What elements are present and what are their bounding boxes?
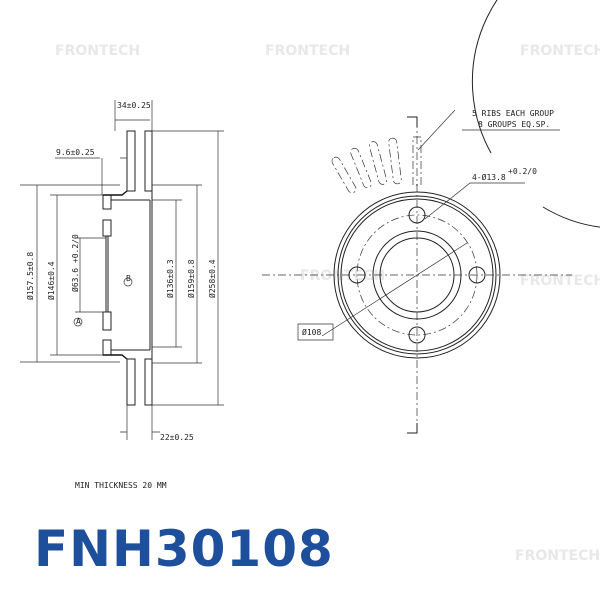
datum-b: B [126, 274, 131, 283]
hat-outer-dia-label: Ø157.5±0.8 [25, 252, 35, 300]
datum-a: A [76, 317, 81, 326]
thickness-label: 22±0.25 [160, 433, 194, 442]
watermark: FRONTECH [55, 43, 140, 59]
hat-offset-label: 9.6±0.25 [56, 148, 95, 157]
inner-dia-label: Ø136±0.3 [165, 259, 175, 298]
front-view: 5 RIBS EACH GROUP 8 GROUPS EQ.SP. 4-Ø13.… [262, 0, 600, 434]
watermark: FRONTECH [520, 43, 600, 59]
min-thickness-note: MIN THICKNESS 20 MM [75, 481, 167, 490]
bolt-holes-label: 4-Ø13.8 [472, 172, 506, 182]
ribs-note-line1: 5 RIBS EACH GROUP [472, 109, 554, 118]
bolt-holes-tol: +0.2/0 [508, 167, 537, 176]
side-section-view: B A 34±0.25 9.6±0.25 Ø157.5±0.8 Ø146±0.4… [20, 100, 224, 442]
pcd-label: Ø108 [302, 327, 321, 337]
watermark: FRONTECH [265, 43, 350, 59]
watermark-logos: FRONTECH FRONTECH FRONTECH FRONTECH FRON… [55, 43, 600, 564]
part-number: FNH30108 [34, 520, 334, 578]
watermark: FRONTECH [515, 548, 600, 564]
watermark: FRONTECH [300, 268, 385, 284]
friction-inner-dia-label: Ø159±0.8 [186, 259, 196, 298]
cooling-ribs [331, 136, 422, 194]
ribs-note-line2: 8 GROUPS EQ.SP. [478, 120, 550, 129]
center-bore-label: Ø63.6 +0.2/0 [70, 234, 80, 292]
overall-width-label: 34±0.25 [117, 101, 151, 110]
hat-dia-label: Ø146±0.4 [46, 261, 56, 300]
watermark: FRONTECH [520, 273, 600, 289]
outer-dia-label: Ø258±0.4 [207, 259, 217, 298]
